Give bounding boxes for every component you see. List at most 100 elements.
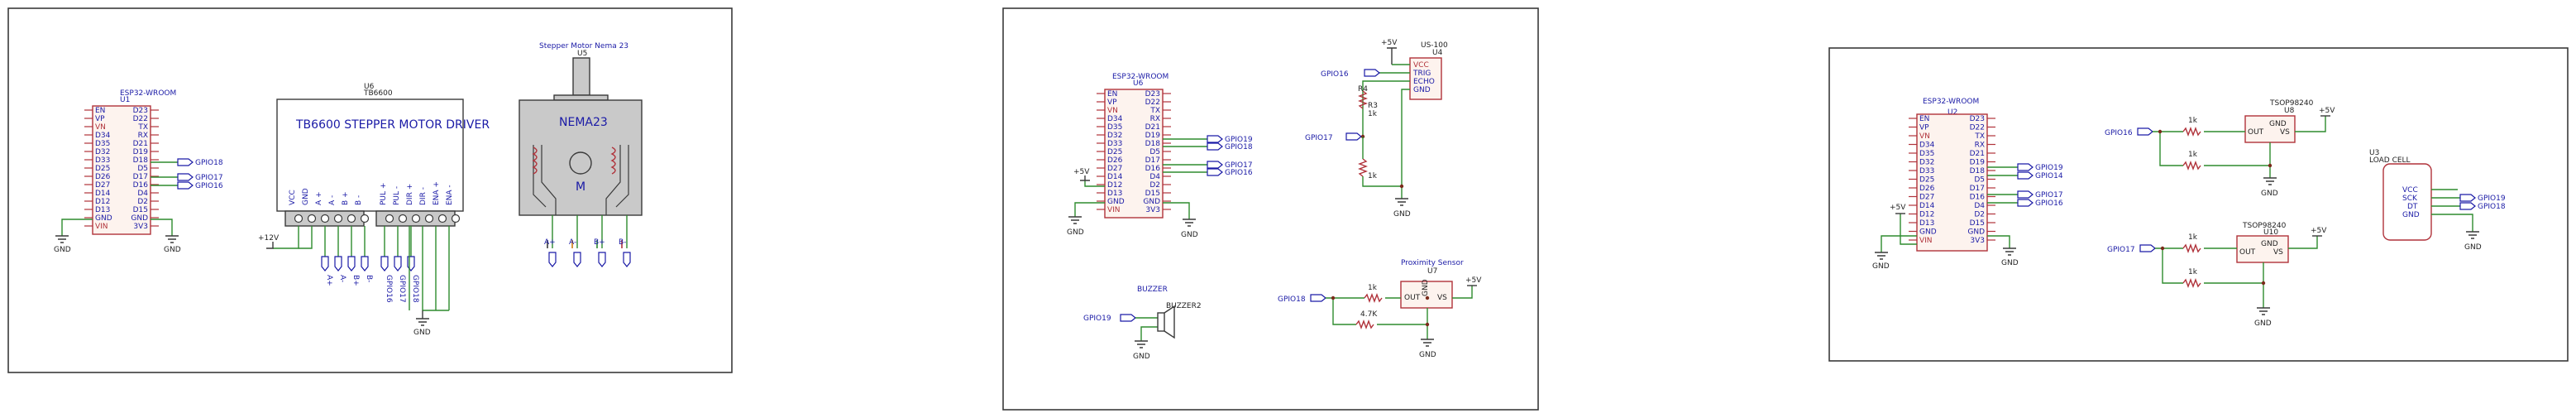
net-flag-gpio16-tsop[interactable]: GPIO16 bbox=[2105, 127, 2153, 137]
net-flag-gpio18-prox[interactable]: GPIO18 bbox=[1278, 294, 1326, 304]
resistor-tsop-u8-a[interactable]: 1k bbox=[2182, 117, 2201, 137]
wire-us-divider bbox=[1362, 137, 1403, 199]
svg-text:GPIO17: GPIO17 bbox=[2035, 191, 2063, 199]
net-flag-driver-gpio[interactable] bbox=[407, 256, 415, 271]
resistor-r4[interactable]: 1k bbox=[1358, 158, 1378, 180]
gnd-symbol-u2-left: GND bbox=[1872, 252, 1890, 271]
esp32-u1-left-pin-label: VP bbox=[95, 115, 105, 123]
wire-u6-gnd-right bbox=[1163, 202, 1190, 219]
buzzer-block[interactable]: BUZZER BUZZER2 GPIO19 bbox=[1083, 286, 1202, 341]
proximity-sensor[interactable]: Proximity Sensor U7 OUT GND VS bbox=[1400, 259, 1464, 309]
driver-right-pin-label: DIR - bbox=[419, 187, 428, 205]
tsop-receiver-u10[interactable]: TSOP98240 U10 OUT GND VS bbox=[2236, 222, 2289, 263]
esp32-u1-right-pin-label: D18 bbox=[133, 156, 149, 165]
net-flag-driver-gpio[interactable] bbox=[380, 256, 389, 271]
esp32-u1-left-pin-label: D35 bbox=[95, 140, 110, 148]
net-flag-gpio16-u1[interactable]: GPIO16 bbox=[177, 181, 223, 190]
stepper-motor[interactable]: Stepper Motor Nema 23 U5 NEMA23 M A+A-B+… bbox=[519, 42, 643, 267]
tb6600-driver[interactable]: U6 TB6600 TB6600 STEPPER MOTOR DRIVER VC… bbox=[276, 83, 490, 227]
resistor-r3[interactable]: R3 1k bbox=[1358, 90, 1378, 118]
net-flag-gpio17-us[interactable]: GPIO17 bbox=[1305, 132, 1362, 142]
esp32-module-u2[interactable]: ESP32-WROOM U2 ENVPVND34D35D32D33D25D26D… bbox=[1909, 98, 1995, 252]
net-flag-gpio17-u1[interactable]: GPIO17 bbox=[177, 173, 223, 182]
svg-text:+5V: +5V bbox=[1465, 276, 1482, 285]
buzzer-ref: BUZZER2 bbox=[1166, 302, 1202, 310]
svg-text:+5V: +5V bbox=[1890, 204, 1906, 212]
esp32-u2-right-pin-label: D5 bbox=[1974, 176, 1985, 185]
esp32-u1-right-pin-label: D5 bbox=[137, 165, 148, 173]
net-flag-gpio17-tsop[interactable]: GPIO17 bbox=[2107, 244, 2156, 254]
us-ref: U4 bbox=[1432, 49, 1443, 57]
svg-text:GPIO18: GPIO18 bbox=[195, 159, 223, 167]
svg-text:GPIO19: GPIO19 bbox=[2478, 195, 2506, 203]
net-flag-gpio16-u2[interactable]: GPIO16 bbox=[2017, 199, 2063, 208]
net-flag-gpio14-u2[interactable]: GPIO14 bbox=[2017, 171, 2063, 180]
net-flag-gpio18-u6[interactable]: GPIO18 bbox=[1207, 142, 1253, 151]
resistor-prox-1k[interactable]: 1k bbox=[1364, 284, 1383, 303]
net-flag-driver-coil[interactable] bbox=[334, 256, 342, 271]
svg-text:DT: DT bbox=[2407, 203, 2418, 211]
esp32-u6-body bbox=[1104, 89, 1164, 219]
load-cell-module[interactable]: U3 LOAD CELL VCC SCK DT GND bbox=[2369, 149, 2432, 241]
net-flag-gpio19-buzzer[interactable] bbox=[1120, 314, 1136, 322]
esp32-u2-right-pin-label: D4 bbox=[1974, 202, 1985, 210]
svg-text:GPIO18: GPIO18 bbox=[1278, 295, 1306, 304]
esp32-u2-name: ESP32-WROOM bbox=[1923, 98, 1979, 106]
motor-shaft bbox=[572, 57, 590, 96]
net-flag-gpio19-u6[interactable]: GPIO19 bbox=[1207, 135, 1253, 144]
junction-prox-1 bbox=[1331, 295, 1336, 300]
svg-text:GND: GND bbox=[1133, 353, 1150, 361]
gnd-symbol-driver: GND bbox=[413, 310, 431, 337]
driver-left-pin-label: A + bbox=[315, 191, 323, 205]
esp32-u6-right-pin-label: D16 bbox=[1145, 165, 1161, 173]
esp32-u1-left-pin-label: GND bbox=[95, 214, 112, 223]
esp32-u6-right-pin-label: D23 bbox=[1145, 90, 1160, 98]
svg-text:GND: GND bbox=[2254, 320, 2272, 328]
resistor-tsop-u8-b[interactable]: 1k bbox=[2182, 151, 2201, 171]
net-flag-driver-gpio[interactable] bbox=[394, 256, 402, 271]
esp32-u2-left-pin-label: D34 bbox=[1919, 142, 1935, 150]
net-flag-driver-coil[interactable] bbox=[321, 256, 329, 271]
net-flag-motor-coil[interactable] bbox=[548, 252, 557, 267]
esp32-u6-left-pin-label: VP bbox=[1107, 98, 1117, 107]
net-flag-motor-coil[interactable] bbox=[573, 252, 581, 267]
net-flag-gpio18-loadcell[interactable]: GPIO18 bbox=[2459, 202, 2506, 211]
power-symbol-5v-us: +5V bbox=[1381, 39, 1398, 65]
esp32-u1-left-pin-label: D12 bbox=[95, 198, 110, 206]
esp32-u1-right-pin-label: D17 bbox=[133, 173, 148, 181]
net-flag-gpio16-us[interactable]: GPIO16 bbox=[1321, 69, 1380, 79]
svg-text:GND: GND bbox=[2402, 211, 2420, 219]
net-flag-motor-coil[interactable] bbox=[598, 252, 606, 267]
esp32-u2-left-pin-label: D14 bbox=[1919, 202, 1935, 210]
resistor-prox-4k7[interactable]: 4.7K bbox=[1355, 310, 1378, 329]
us-pin-label: VCC bbox=[1413, 61, 1429, 70]
net-flag-gpio17-u6[interactable]: GPIO17 bbox=[1207, 161, 1253, 170]
esp32-module-u1[interactable]: ESP32-WROOM U1 ENVPVND34D35D32D33D25D26D… bbox=[84, 89, 176, 235]
terminal-screw-icon bbox=[307, 214, 317, 223]
esp32-u6-right-pin-label: D19 bbox=[1145, 132, 1161, 140]
net-flag-motor-coil[interactable] bbox=[623, 252, 631, 267]
terminal-screw-icon bbox=[437, 214, 447, 223]
net-flag-gpio19-u2[interactable]: GPIO19 bbox=[2017, 163, 2063, 172]
net-flag-driver-coil[interactable] bbox=[361, 256, 369, 271]
motor-pin-label: B+ bbox=[594, 238, 605, 247]
resistor-tsop-u10-b[interactable]: 1k bbox=[2182, 268, 2201, 288]
tsop-receiver-u8[interactable]: TSOP98240 U8 OUT GND VS bbox=[2244, 99, 2314, 143]
svg-text:GND: GND bbox=[2269, 120, 2287, 128]
net-flag-driver-coil[interactable] bbox=[347, 256, 356, 271]
net-flag-gpio16-u6[interactable]: GPIO16 bbox=[1207, 168, 1253, 177]
esp32-u6-right-pin-label: D21 bbox=[1145, 123, 1160, 132]
net-flag-gpio17-u2[interactable]: GPIO17 bbox=[2017, 190, 2063, 199]
net-flag-gpio18-u1[interactable]: GPIO18 bbox=[177, 158, 223, 167]
esp32-u6-left-pin-label: D34 bbox=[1107, 115, 1123, 123]
buzzer-horn-icon bbox=[1164, 305, 1175, 339]
esp32-module-u6[interactable]: ESP32-WROOM U6 ENVPVND34D35D32D33D25D26D… bbox=[1097, 73, 1171, 219]
resistor-tsop-u10-a[interactable]: 1k bbox=[2182, 233, 2201, 253]
power-symbol-5v-u2: +5V bbox=[1890, 204, 1906, 214]
net-flag-gpio19-loadcell[interactable]: GPIO19 bbox=[2459, 194, 2506, 203]
svg-text:GPIO16: GPIO16 bbox=[2035, 199, 2063, 208]
driver-bottom-left-flags: A+A-B+B- bbox=[321, 226, 373, 286]
esp32-u1-body bbox=[92, 105, 151, 235]
